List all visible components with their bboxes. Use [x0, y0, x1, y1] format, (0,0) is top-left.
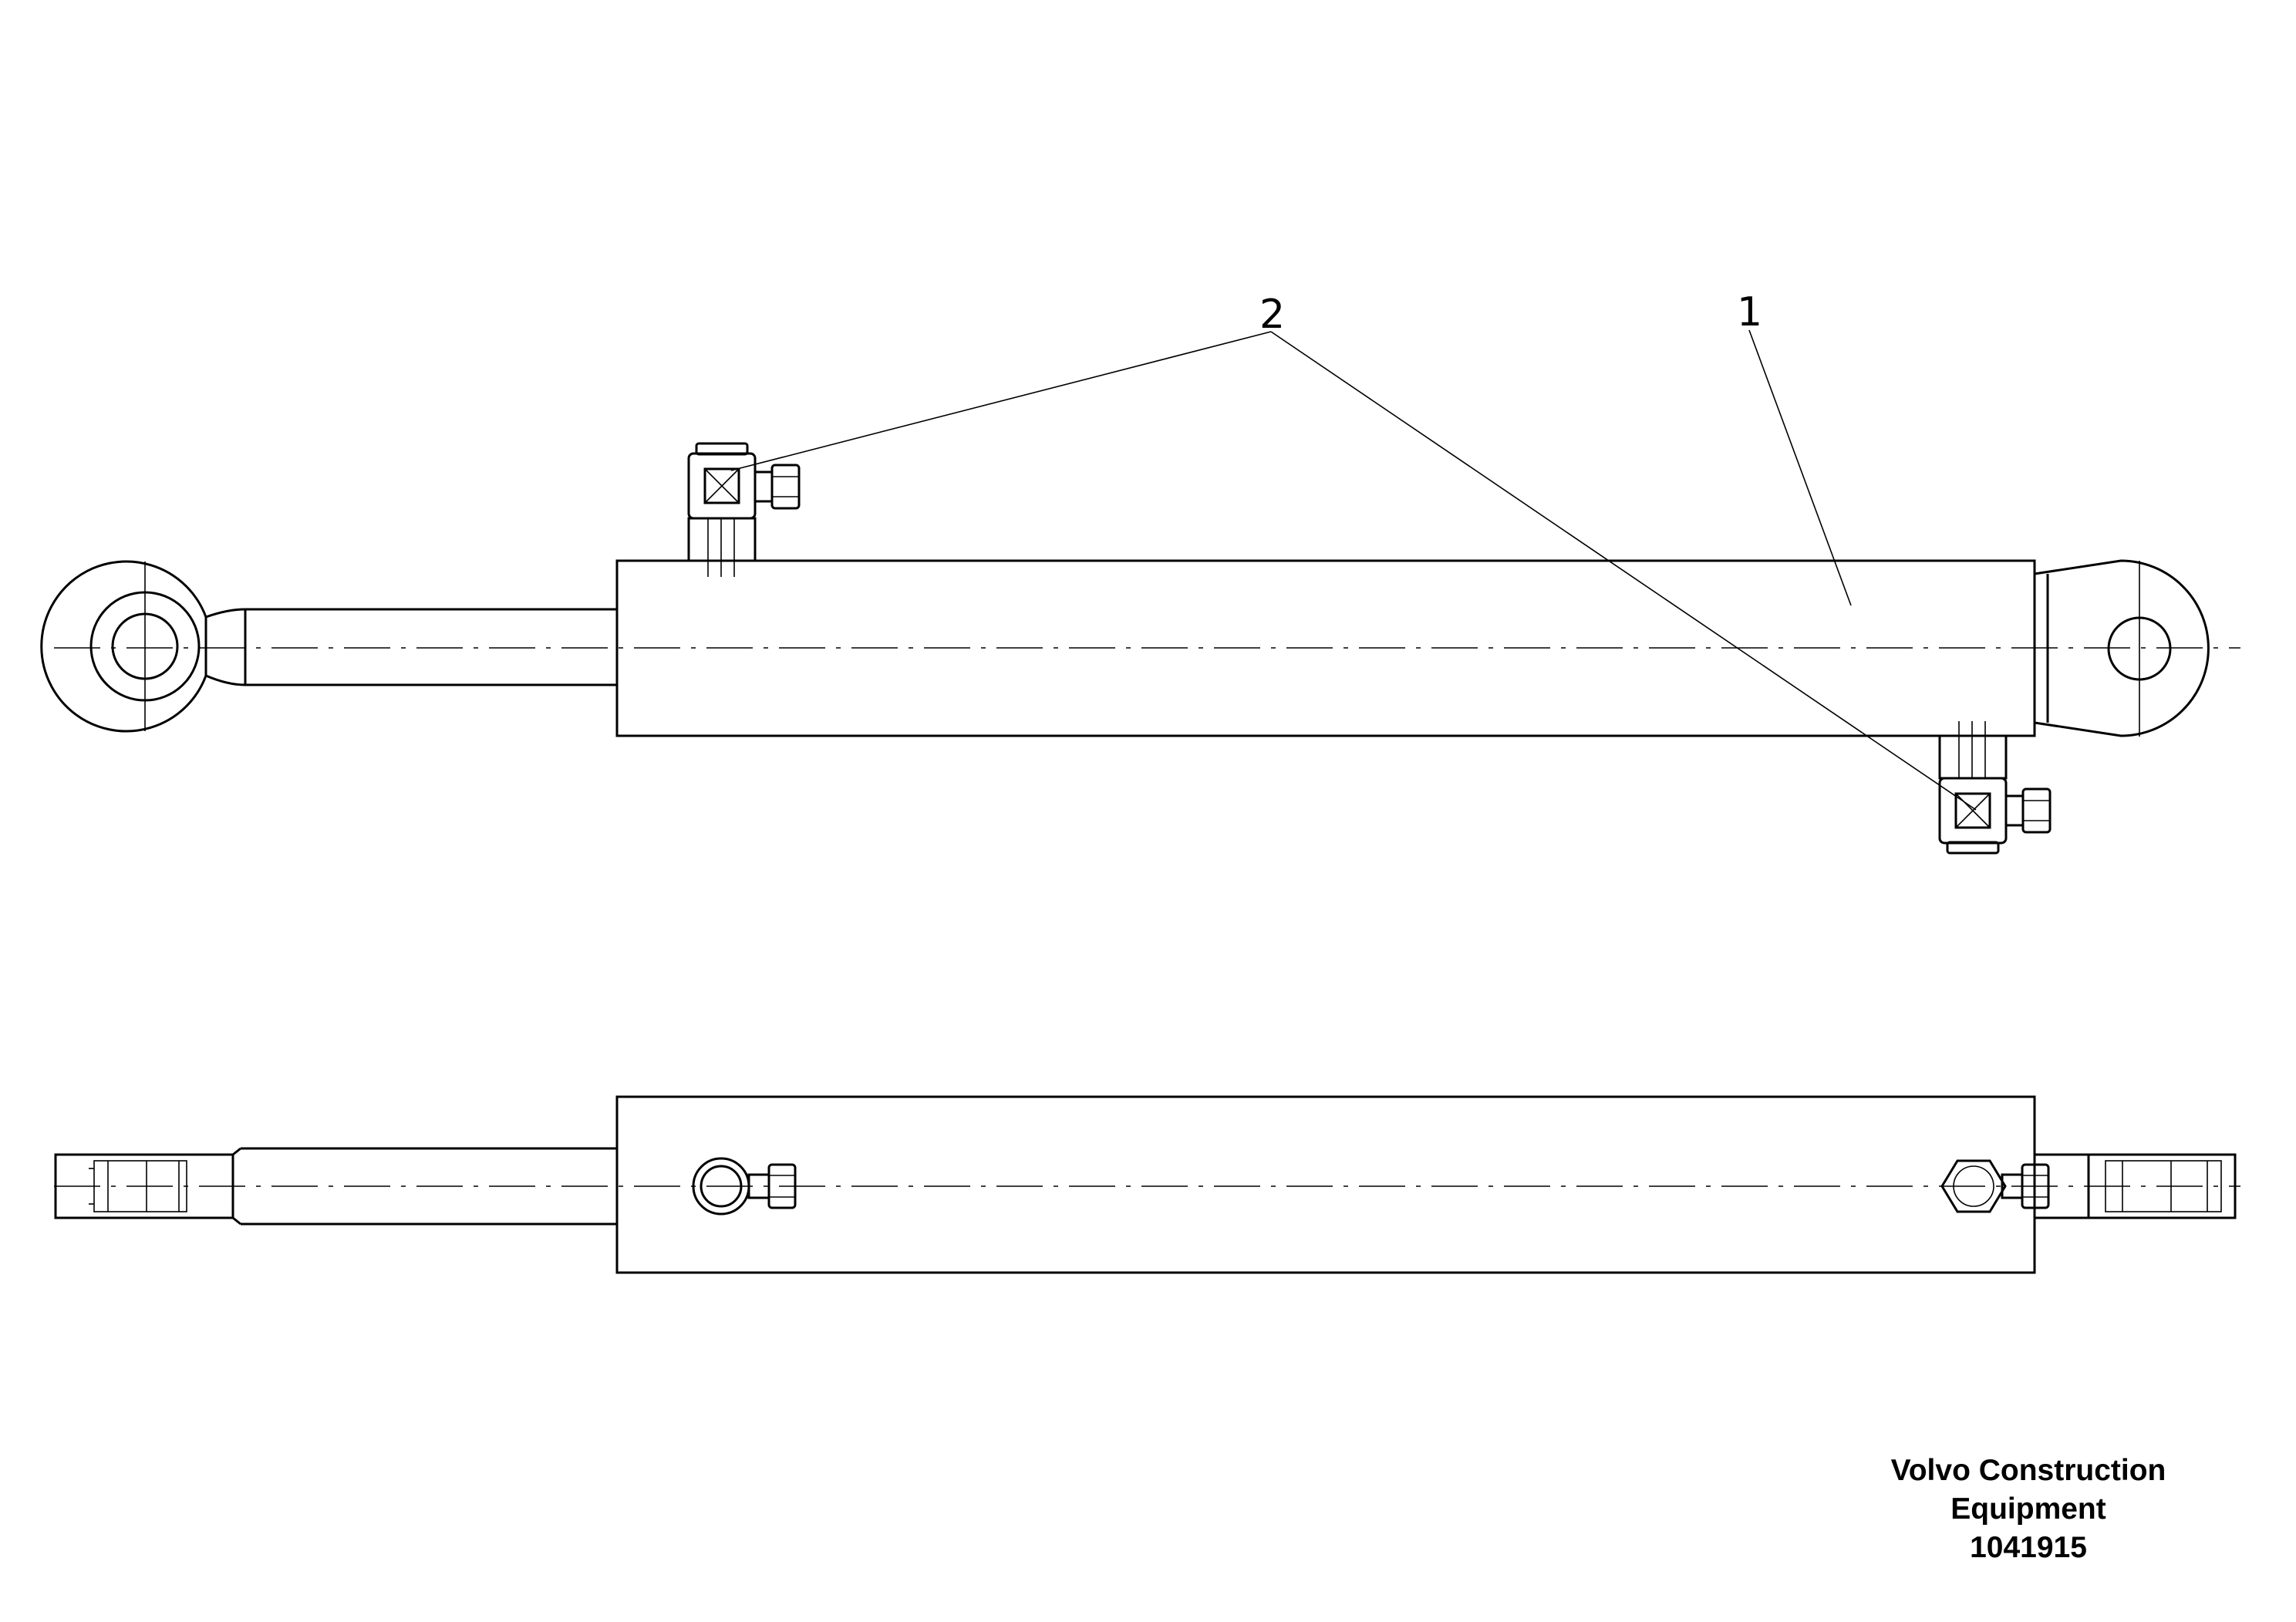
callout-1: 1 [1737, 289, 1762, 336]
port-fitting-lower [1938, 721, 2052, 855]
caption-drawing-number: 1041915 [1970, 1531, 2087, 1564]
port-fitting-plan-left [692, 1157, 797, 1216]
piston-rod-plan [232, 1147, 617, 1226]
base-eye-right [2034, 559, 2210, 737]
cylinder-barrel-plan [615, 1095, 2036, 1274]
title-block: Volvo Construction Equipment 1041915 [1805, 1452, 2252, 1567]
callout-2: 2 [1259, 292, 1285, 338]
piston-rod [244, 608, 617, 686]
cylinder-side-view: 2 1 [40, 289, 2240, 855]
caption-company-line2: Equipment [1950, 1492, 2106, 1526]
cylinder-plan-view [54, 1095, 2240, 1274]
caption-company: Volvo Construction [1890, 1454, 2166, 1487]
rod-eye-left [40, 560, 246, 733]
base-eye-plan-right [2033, 1153, 2237, 1219]
leader-lines [730, 329, 1977, 811]
port-fitting-plan-right [1940, 1159, 2050, 1213]
port-fitting-upper [687, 442, 801, 577]
